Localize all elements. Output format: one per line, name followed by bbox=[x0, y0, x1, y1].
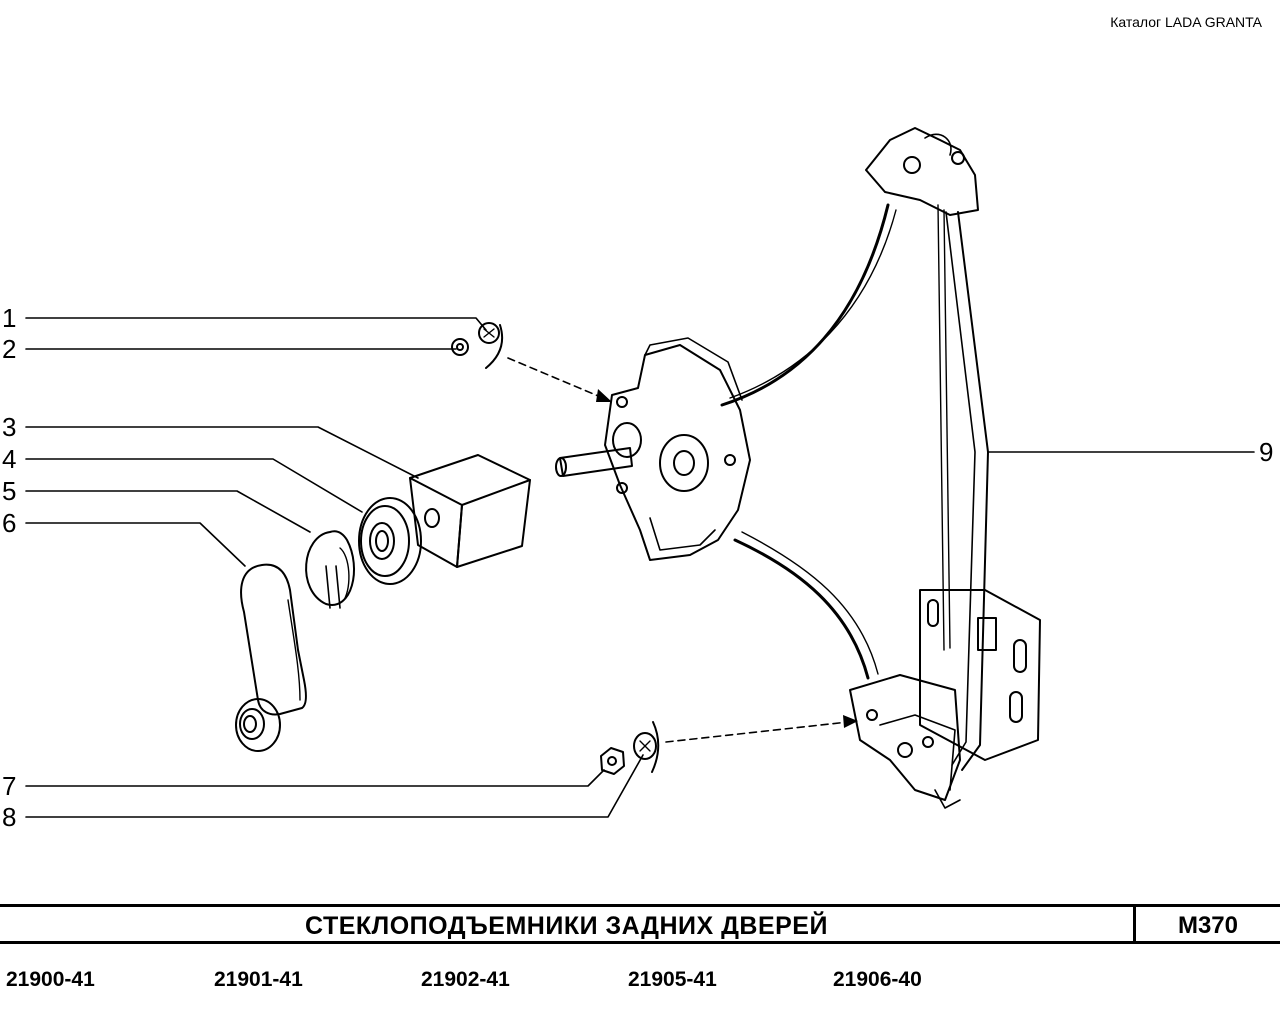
arrow-lower-head bbox=[843, 715, 858, 728]
model-code: 21901-41 bbox=[214, 968, 303, 991]
leader-4 bbox=[25, 458, 363, 513]
part-1-washer bbox=[478, 322, 500, 344]
leader-8 bbox=[25, 754, 644, 818]
section-code: M370 bbox=[1177, 912, 1239, 939]
arrow-upper-head bbox=[596, 389, 612, 402]
callout-2: 2 bbox=[2, 334, 17, 364]
arrow-heads bbox=[596, 389, 858, 728]
title-bar: СТЕКЛОПОДЪЕМНИКИ ЗАДНИХ ДВЕРЕЙ M370 bbox=[0, 904, 1280, 944]
leader-1 bbox=[25, 317, 487, 331]
arrow-upper-line bbox=[507, 357, 604, 399]
part-2-nut bbox=[451, 338, 469, 356]
part-5-slotted-washer bbox=[305, 530, 355, 609]
model-code: 21900-41 bbox=[6, 968, 95, 991]
model-code: 21905-41 bbox=[628, 968, 717, 991]
arrow-lower-line bbox=[665, 721, 849, 743]
assembly-arrows bbox=[507, 357, 849, 743]
leader-3 bbox=[25, 426, 419, 479]
part-3-block bbox=[409, 454, 531, 568]
break-arc-upper bbox=[485, 324, 504, 369]
leader-lines bbox=[25, 317, 1255, 818]
callout-5: 5 bbox=[2, 476, 17, 506]
callout-6: 6 bbox=[2, 508, 17, 538]
callout-8: 8 bbox=[2, 802, 17, 832]
leader-6 bbox=[25, 522, 246, 567]
callout-1: 1 bbox=[2, 303, 17, 333]
catalog-label: Каталог LADA GRANTA bbox=[1110, 14, 1262, 30]
callout-9: 9 bbox=[1259, 437, 1274, 467]
model-code: 21906-40 bbox=[833, 968, 922, 991]
leader-5 bbox=[25, 490, 311, 533]
callout-4: 4 bbox=[2, 444, 17, 474]
part-4-bearing bbox=[358, 497, 422, 585]
part-9-regulator bbox=[555, 127, 1041, 809]
title-separator bbox=[1133, 904, 1136, 944]
part-6-crank-handle bbox=[235, 563, 307, 752]
part-7-nut bbox=[600, 747, 625, 775]
callout-3: 3 bbox=[2, 412, 17, 442]
break-arc-lower bbox=[651, 721, 660, 773]
callout-7: 7 bbox=[2, 771, 17, 801]
model-code: 21902-41 bbox=[421, 968, 510, 991]
part-8-washer bbox=[633, 732, 657, 760]
section-title: СТЕКЛОПОДЪЕМНИКИ ЗАДНИХ ДВЕРЕЙ bbox=[305, 912, 828, 940]
leader-7 bbox=[25, 769, 605, 787]
parts-diagram bbox=[25, 127, 1255, 818]
